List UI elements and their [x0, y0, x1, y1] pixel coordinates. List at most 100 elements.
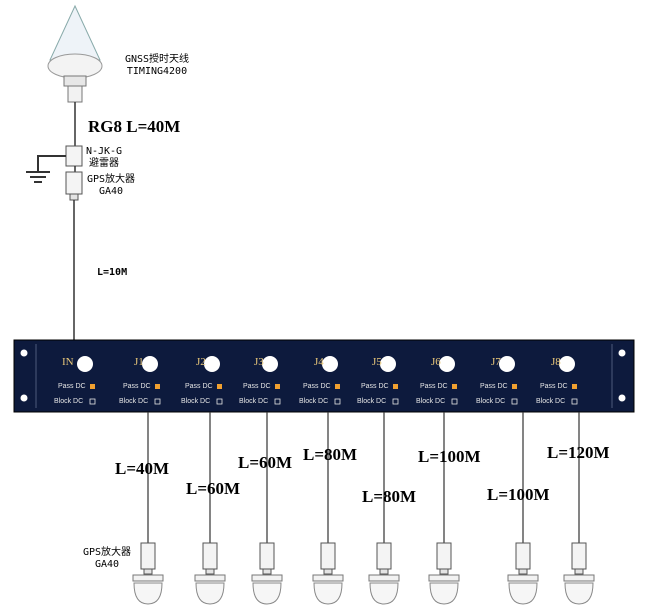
- antenna-base: [47, 53, 103, 79]
- output-antenna-flange: [251, 574, 283, 582]
- block-dc-marker: [154, 398, 161, 405]
- output-amplifier-tip: [518, 568, 528, 575]
- output-amplifier-body: [571, 542, 587, 570]
- port-label-j5: J5: [372, 356, 382, 368]
- block-dc-label: Block DC: [476, 398, 506, 405]
- port-connector: [559, 356, 575, 372]
- output-amplifier-tip: [323, 568, 333, 575]
- top-amplifier-model: GA40: [98, 186, 124, 197]
- output-amplifier-tip: [439, 568, 449, 575]
- pass-dc-label: Pass DC: [58, 383, 86, 390]
- pass-dc-label: Pass DC: [243, 383, 271, 390]
- port-label-j1: J1: [134, 356, 144, 368]
- output-amplifier-body: [320, 542, 336, 570]
- output-antenna-dome: [508, 582, 538, 605]
- output-antenna-flange: [428, 574, 460, 582]
- block-dc-marker: [511, 398, 518, 405]
- pass-dc-label: Pass DC: [303, 383, 331, 390]
- output-amplifier-body: [140, 542, 156, 570]
- panel-mount-hole: [20, 349, 28, 357]
- output-cable-label: L=120M: [547, 443, 610, 462]
- pass-dc-marker: [335, 384, 340, 389]
- input-cable-label: L=10M: [97, 267, 128, 278]
- pass-dc-label: Pass DC: [123, 383, 151, 390]
- bottom-amplifier-name: GPS放大器: [82, 547, 132, 558]
- output-cable-label: L=100M: [487, 485, 550, 504]
- pass-dc-label: Pass DC: [540, 383, 568, 390]
- distribution-panel: [13, 339, 635, 413]
- output-antenna-dome: [369, 582, 399, 605]
- port-connector: [380, 356, 396, 372]
- pass-dc-marker: [572, 384, 577, 389]
- port-connector: [322, 356, 338, 372]
- output-antenna-dome: [133, 582, 163, 605]
- bottom-amplifier-label: GPS放大器 GA40: [78, 547, 136, 571]
- main-cable-label: RG8 L=40M: [88, 117, 181, 136]
- port-label-j3: J3: [254, 356, 264, 368]
- output-antenna-dome: [195, 582, 225, 605]
- top-amplifier-name: GPS放大器: [86, 174, 136, 185]
- port-connector: [142, 356, 158, 372]
- block-dc-label: Block DC: [357, 398, 387, 405]
- block-dc-label: Block DC: [54, 398, 84, 405]
- antenna-name: GNSS授时天线: [124, 54, 190, 65]
- port-label-j4: J4: [314, 356, 324, 368]
- pass-dc-marker: [90, 384, 95, 389]
- port-connector: [204, 356, 220, 372]
- port-label-j6: J6: [431, 356, 441, 368]
- pass-dc-marker: [452, 384, 457, 389]
- port-connector: [262, 356, 278, 372]
- block-dc-label: Block DC: [239, 398, 269, 405]
- block-dc-label: Block DC: [536, 398, 566, 405]
- pass-dc-label: Pass DC: [420, 383, 448, 390]
- ground-wire: [37, 155, 66, 172]
- output-antenna-flange: [507, 574, 539, 582]
- panel-mount-hole: [618, 394, 626, 402]
- block-dc-marker: [451, 398, 458, 405]
- port-label-j8: J8: [551, 356, 561, 368]
- port-label-in: IN: [62, 356, 74, 368]
- output-amplifier-body: [436, 542, 452, 570]
- block-dc-marker: [216, 398, 223, 405]
- antenna-dome: [49, 4, 101, 61]
- antenna-model: TIMING4200: [126, 66, 188, 77]
- panel-mount-hole: [20, 394, 28, 402]
- output-amplifier-body: [515, 542, 531, 570]
- output-amplifier-body: [376, 542, 392, 570]
- antenna-nut: [67, 85, 83, 103]
- pass-dc-marker: [393, 384, 398, 389]
- output-antenna-flange: [312, 574, 344, 582]
- output-cable-label: L=80M: [303, 445, 358, 464]
- arrester-label: N-JK-G 避雷器: [78, 146, 130, 170]
- output-cable-label: L=100M: [418, 447, 481, 466]
- output-antenna-flange: [132, 574, 164, 582]
- port-connector: [499, 356, 515, 372]
- output-antenna-dome: [313, 582, 343, 605]
- block-dc-marker: [89, 398, 96, 405]
- top-amplifier-tip: [69, 193, 79, 201]
- block-dc-marker: [334, 398, 341, 405]
- pass-dc-marker: [155, 384, 160, 389]
- port-in-connector: [77, 356, 93, 372]
- output-amplifier-body: [202, 542, 218, 570]
- top-amplifier-body: [65, 171, 83, 195]
- output-amplifier-tip: [143, 568, 153, 575]
- output-cable-label: L=60M: [186, 479, 241, 498]
- output-antenna-flange: [563, 574, 595, 582]
- pass-dc-label: Pass DC: [480, 383, 508, 390]
- pass-dc-marker: [217, 384, 222, 389]
- port-label-j7: J7: [491, 356, 501, 368]
- pass-dc-marker: [275, 384, 280, 389]
- arrester-name: 避雷器: [89, 158, 119, 169]
- block-dc-marker: [571, 398, 578, 405]
- bottom-amplifier-model: GA40: [94, 559, 120, 570]
- block-dc-label: Block DC: [119, 398, 149, 405]
- panel-mount-hole: [618, 349, 626, 357]
- output-amplifier-tip: [262, 568, 272, 575]
- arrester-model: N-JK-G: [85, 146, 123, 157]
- block-dc-label: Block DC: [299, 398, 329, 405]
- output-amplifier-body: [259, 542, 275, 570]
- pass-dc-label: Pass DC: [361, 383, 389, 390]
